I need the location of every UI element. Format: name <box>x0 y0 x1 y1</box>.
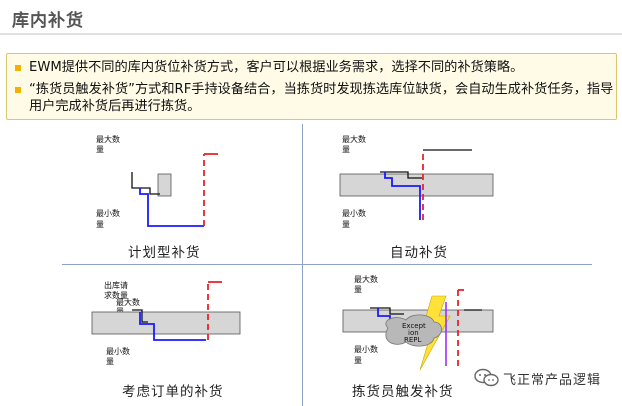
stock-band <box>91 311 241 335</box>
bullet-text: EWM提供不同的库内货位补货方式，客户可以根据业务需求，选择不同的补货策略。 <box>29 60 524 75</box>
max-qty-label: 最大数 <box>116 297 140 307</box>
outbound-qty-label: 出库请 <box>104 280 128 290</box>
bullet-item: EWM提供不同的库内货位补货方式，客户可以根据业务需求，选择不同的补货策略。 <box>15 59 615 76</box>
max-qty-label: 量 <box>342 145 350 154</box>
order-line <box>132 309 148 323</box>
min-qty-label: 量 <box>106 357 114 366</box>
min-qty-label: 量 <box>96 220 104 229</box>
bullet-square-icon <box>15 87 21 93</box>
order-line <box>131 172 160 195</box>
order-caption: 考虑订单的补货 <box>122 384 224 400</box>
watermark-text: 飞正常产品逻辑 <box>503 372 602 388</box>
max-qty-label: 量 <box>96 145 104 154</box>
min-qty-label: 量 <box>342 220 350 229</box>
order-replenishment-diagram: 出库请 求数量 最大数 量 最小数 量 <box>91 280 241 366</box>
min-qty-label: 最小数 <box>354 344 378 354</box>
max-qty-label: 最大数 <box>96 134 120 144</box>
max-qty-label: 最大数 <box>354 274 378 284</box>
planned-replenishment-diagram: 最大数 量 最小数 量 <box>96 134 218 229</box>
stock-level-line <box>139 188 204 227</box>
wechat-icon <box>474 368 500 388</box>
watermark: 飞正常产品逻辑 <box>474 366 601 390</box>
auto-replenishment-diagram: 最大数 量 最小数 量 <box>339 134 494 229</box>
stock-band <box>339 173 494 197</box>
max-qty-label: 量 <box>116 307 124 316</box>
stock-level-line <box>139 312 206 341</box>
picker-replenishment-diagram: 最大数 量 最小数 量 Except ion REPL <box>342 274 494 371</box>
quadrant-divider-horizontal <box>62 264 592 265</box>
min-qty-label: 最小数 <box>342 208 366 218</box>
max-qty-label: 最大数 <box>342 134 366 144</box>
exception-label: ion <box>408 329 419 337</box>
min-qty-label: 量 <box>354 356 362 365</box>
quadrant-divider-vertical <box>302 124 303 406</box>
exception-label: Except <box>402 322 426 330</box>
order-line <box>370 307 404 315</box>
outbound-qty-label: 求数量 <box>104 290 128 300</box>
min-qty-label: 最小数 <box>106 346 130 356</box>
exception-label: REPL <box>404 336 422 344</box>
bullet-box: EWM提供不同的库内货位补货方式，客户可以根据业务需求，选择不同的补货策略。 “… <box>6 53 617 120</box>
bullet-item: “拣货员触发补货”方式和RF手持设备结合，当拣货时发现拣选库位缺货，会自动生成补… <box>15 81 615 115</box>
bullet-text: “拣货员触发补货”方式和RF手持设备结合，当拣货时发现拣选库位缺货，会自动生成补… <box>29 82 614 114</box>
planned-caption: 计划型补货 <box>128 245 201 261</box>
auto-caption: 自动补货 <box>390 245 448 261</box>
slide-title: 库内补货 <box>12 11 84 31</box>
bullet-square-icon <box>15 65 21 71</box>
exception-cloud <box>385 314 442 347</box>
title-divider <box>0 33 622 35</box>
picker-caption: 拣货员触发补货 <box>352 384 454 400</box>
order-line <box>380 171 422 179</box>
replenishment-box <box>157 173 172 197</box>
stock-level-line <box>384 172 421 220</box>
min-qty-label: 最小数 <box>96 208 120 218</box>
max-qty-label: 量 <box>354 285 362 294</box>
